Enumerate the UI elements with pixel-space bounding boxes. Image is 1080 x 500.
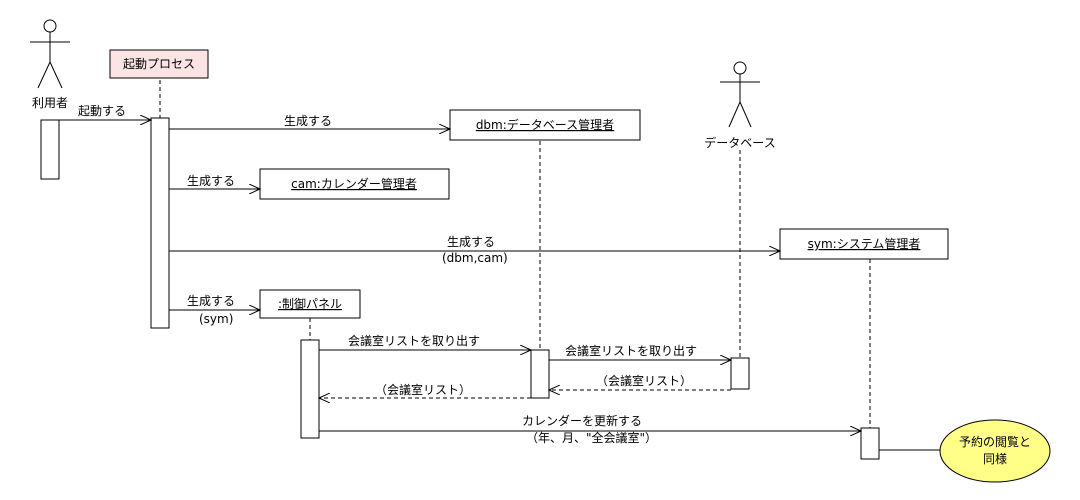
usecase-note: 予約の閲覧と 同様 [939, 419, 1051, 483]
sym-participant: sym:システム管理者 [779, 228, 949, 260]
startup-label: 起動プロセス [123, 57, 195, 71]
message-create-sym: 生成する (dbm,cam) [169, 235, 780, 265]
database-activation [730, 357, 750, 390]
usecase-ellipse [939, 419, 1051, 483]
message-args: (sym) [199, 312, 233, 326]
database-actor: データベース [704, 61, 776, 150]
dbm-participant: dbm:データベース管理者 [449, 109, 641, 141]
cam-label: cam:カレンダー管理者 [291, 176, 417, 191]
dbm-activation [530, 349, 550, 399]
message-label: 会議室リストを取り出す [348, 333, 480, 348]
message-label: 起動する [78, 104, 126, 118]
cam-box [259, 168, 450, 200]
startup-activation [150, 117, 170, 329]
cam-participant: cam:カレンダー管理者 [259, 168, 450, 200]
user-actor: 利用者 [30, 19, 70, 110]
startup-box [109, 49, 209, 79]
return-label: （会議室リスト） [596, 373, 692, 388]
return-rooms-dbm: （会議室リスト） [319, 382, 531, 398]
stick-figure-icon [30, 19, 70, 89]
message-label: 会議室リストを取り出す [565, 343, 697, 358]
message-create-cam: 生成する [169, 174, 260, 189]
message-label: 生成する [187, 174, 235, 188]
message-label: 生成する [447, 235, 495, 249]
panel-box [259, 289, 361, 319]
usecase-line-1: 予約の閲覧と [959, 434, 1031, 449]
message-label: 生成する [187, 294, 235, 308]
user-label: 利用者 [32, 96, 68, 110]
panel-participant: :制御パネル [259, 289, 361, 319]
usecase-line-2: 同様 [983, 452, 1007, 466]
message-get-rooms-dbm: 会議室リストを取り出す [319, 333, 531, 350]
message-label: カレンダーを更新する [522, 413, 642, 428]
message-create-dbm: 生成する [169, 114, 450, 129]
sym-box [779, 228, 949, 260]
message-get-rooms-db: 会議室リストを取り出す [549, 343, 731, 360]
message-start: 起動する [59, 104, 151, 120]
database-label: データベース [704, 135, 775, 150]
panel-activation [300, 339, 320, 439]
panel-label: :制御パネル [278, 296, 342, 311]
message-create-panel: 生成する (sym) [169, 294, 260, 326]
stick-figure-icon [720, 61, 760, 128]
dbm-label: dbm:データベース管理者 [476, 117, 614, 132]
message-label: 生成する [284, 114, 332, 128]
message-update-calendar: カレンダーを更新する （年、月、"全会議室"） [319, 413, 861, 445]
message-args: (dbm,cam) [442, 251, 508, 265]
sym-activation [860, 427, 880, 460]
sym-label: sym:システム管理者 [808, 236, 921, 251]
return-label: （会議室リスト） [375, 382, 471, 397]
return-rooms-db: （会議室リスト） [549, 373, 731, 390]
message-args: （年、月、"全会議室"） [526, 430, 657, 445]
startup-participant: 起動プロセス [109, 49, 209, 79]
user-activation [40, 119, 60, 180]
